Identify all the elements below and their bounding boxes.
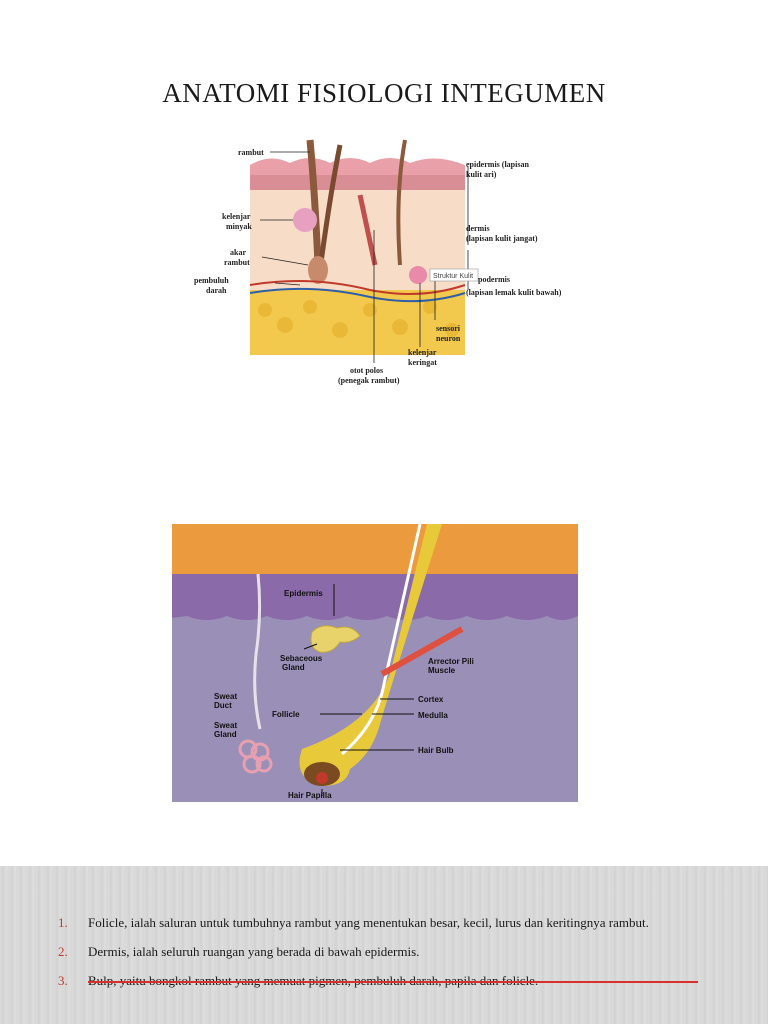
label-sweat-duct-2: Duct	[214, 701, 232, 710]
slide-title: ANATOMI FISIOLOGI INTEGUMEN	[162, 78, 606, 108]
list-text: Bulp, yaitu bongkol rambut yang memuat p…	[88, 973, 538, 988]
label-epidermis-2: Epidermis	[284, 589, 323, 598]
label-hair-bulb: Hair Bulb	[418, 746, 454, 755]
label-epidermis: epidermis (lapisan	[466, 160, 529, 169]
label-sebaceous: Sebaceous	[280, 654, 323, 663]
list-text: Folicle, ialah saluran untuk tumbuhnya r…	[88, 915, 649, 930]
label-minyak: minyak	[226, 222, 252, 231]
skin-diagram: rambut kelenjar minyak akar rambut pembu…	[194, 139, 562, 385]
label-kelenjar: kelenjar	[222, 212, 251, 221]
label-arrector-pili: Arrector Pili	[428, 657, 474, 666]
label-sensori: sensori	[436, 324, 461, 333]
red-underline	[88, 981, 698, 983]
label-muscle: Muscle	[428, 666, 456, 675]
slide-1: ANATOMI FISIOLOGI INTEGUMEN	[162, 78, 606, 802]
label-hipodermis: podermis	[478, 275, 510, 284]
hair-follicle-figure: Epidermis Sebaceous Gland Arrector Pili …	[172, 524, 578, 802]
label-keringat: keringat	[408, 358, 437, 367]
label-kulit-ari: kulit ari)	[466, 170, 497, 179]
list-number: 1.	[58, 915, 68, 930]
label-penegak-rambut: (penegak rambut)	[338, 376, 400, 385]
label-rambut: rambut	[238, 148, 264, 157]
label-dermis: dermis	[466, 224, 490, 233]
label-otot-polos: otot polos	[350, 366, 383, 375]
label-follicle: Follicle	[272, 710, 300, 719]
label-hipodermis-desc: (lapisan lemak kulit bawah)	[466, 288, 562, 297]
list-item: 1. Folicle, ialah saluran untuk tumbuhnya…	[58, 912, 698, 933]
list-text: Dermis, ialah seluruh ruangan yang berad…	[88, 944, 420, 959]
label-kelenjar-keringat: kelenjar	[408, 348, 437, 357]
slide-2: 1. Folicle, ialah saluran untuk tumbuhnya…	[0, 866, 768, 1024]
label-cortex: Cortex	[418, 695, 444, 704]
label-pembuluh: pembuluh	[194, 276, 229, 285]
tooltip-struktur-kulit: Struktur Kulit	[433, 273, 473, 280]
definition-list: 1. Folicle, ialah saluran untuk tumbuhnya…	[58, 912, 698, 999]
list-number: 3.	[58, 973, 68, 988]
label-sebaceous-gland: Gland	[282, 663, 305, 672]
label-neuron: neuron	[436, 334, 461, 343]
follicle-diagram: Epidermis Sebaceous Gland Arrector Pili …	[172, 524, 578, 802]
list-item: 2. Dermis, ialah seluruh ruangan yang ber…	[58, 941, 698, 962]
label-sweat-gland-1: Sweat	[214, 721, 237, 730]
label-akar-rambut: rambut	[224, 258, 250, 267]
list-number: 2.	[58, 944, 68, 959]
label-medulla: Medulla	[418, 711, 448, 720]
label-dermis-desc: (lapisan kulit jangat)	[466, 234, 538, 243]
label-sweat-gland-2: Gland	[214, 730, 237, 739]
label-hair-papilla: Hair Papilla	[288, 791, 332, 800]
skin-structure-figure: rambut kelenjar minyak akar rambut pembu…	[190, 135, 570, 395]
label-darah: darah	[206, 286, 227, 295]
list-item: 3. Bulp, yaitu bongkol rambut yang memuat…	[58, 970, 698, 991]
label-akar: akar	[230, 248, 246, 257]
label-sweat-duct-1: Sweat	[214, 692, 237, 701]
